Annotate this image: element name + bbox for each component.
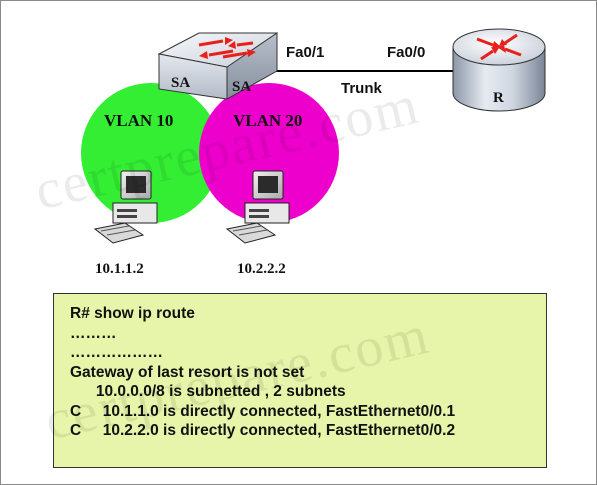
cli-line: C 10.2.2.0 is directly connected, FastEt… xyxy=(70,422,456,439)
host-computer-icon xyxy=(93,170,158,244)
host-2-ip: 10.2.2.2 xyxy=(237,261,286,277)
vlan-10-label: VLAN 10 xyxy=(104,111,173,130)
switch-arrows-icon xyxy=(198,37,256,59)
cli-line: ……………… xyxy=(70,344,163,361)
router-arrows-icon xyxy=(476,33,522,61)
switch: SA SA xyxy=(157,32,278,100)
router: R xyxy=(452,28,546,112)
cli-output-box: R# show ip route ……… ……………… Gateway of l… xyxy=(53,293,547,468)
cli-line: ……… xyxy=(70,324,117,342)
cli-line: C 10.1.1.0 is directly connected, FastEt… xyxy=(70,402,456,420)
vlan-20-circle xyxy=(199,83,339,223)
cli-line: R# show ip route xyxy=(70,305,195,322)
cli-line: Gateway of last resort is not set xyxy=(70,363,305,381)
trunk-label: Trunk xyxy=(341,80,382,97)
router-port-label: Fa0/0 xyxy=(387,44,425,61)
switch-port-label: Fa0/1 xyxy=(286,44,324,61)
host-computer-icon xyxy=(225,170,290,244)
vlan-20-label: VLAN 20 xyxy=(233,111,302,130)
cli-line: 10.0.0.0/8 is subnetted , 2 subnets xyxy=(70,383,346,400)
host-1-ip: 10.1.1.2 xyxy=(95,261,144,277)
vlan-10-circle xyxy=(81,83,221,223)
router-label: R xyxy=(493,90,504,106)
switch-label-right: SA xyxy=(232,79,251,95)
switch-label-left: SA xyxy=(171,75,190,91)
